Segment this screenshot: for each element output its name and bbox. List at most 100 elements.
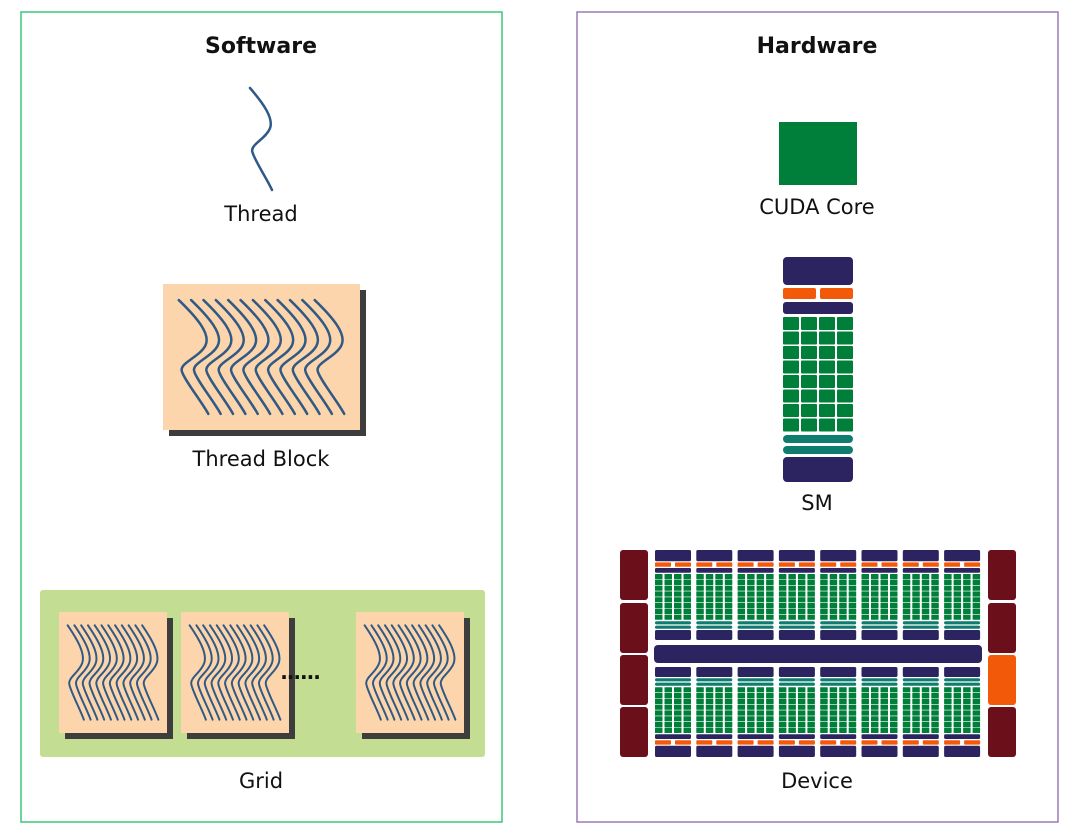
sm-register-file bbox=[861, 568, 898, 573]
sm-core bbox=[715, 716, 723, 722]
sm-core bbox=[902, 710, 911, 716]
sm-core bbox=[871, 710, 879, 716]
sm-core bbox=[972, 603, 981, 609]
sm-core bbox=[807, 597, 815, 603]
sm-register-file bbox=[944, 568, 981, 573]
sm-core bbox=[839, 574, 847, 580]
sm-core bbox=[871, 614, 879, 620]
sm-core bbox=[890, 693, 898, 699]
sm-core bbox=[766, 710, 774, 716]
sm-core bbox=[890, 710, 898, 716]
sm-scheduler bbox=[783, 257, 853, 285]
sm-dispatch bbox=[757, 562, 774, 567]
sm-core bbox=[837, 404, 853, 417]
sm-core bbox=[788, 591, 796, 597]
hardware-title: Hardware bbox=[757, 34, 878, 59]
sm-core bbox=[674, 585, 682, 591]
sm-core bbox=[829, 591, 838, 597]
sm-core bbox=[674, 687, 682, 693]
thread-wave bbox=[239, 298, 272, 416]
sm-core bbox=[837, 375, 853, 388]
sm-dispatch bbox=[778, 562, 795, 567]
sm-dispatch bbox=[716, 562, 733, 567]
sm-core bbox=[953, 579, 962, 585]
sm-core bbox=[839, 716, 847, 722]
sm-core bbox=[674, 704, 682, 710]
sm-cache bbox=[737, 682, 774, 686]
thread-wave bbox=[141, 624, 160, 721]
sm-core bbox=[944, 585, 952, 591]
sm-cache bbox=[783, 446, 853, 454]
sm-core bbox=[890, 579, 898, 585]
sm-core bbox=[807, 614, 815, 620]
sm-cache bbox=[861, 678, 898, 682]
sm-dispatch bbox=[964, 740, 981, 745]
sm-shared-memory bbox=[861, 667, 898, 677]
thread-wave bbox=[397, 624, 416, 721]
sm-core bbox=[664, 585, 672, 591]
sm-core bbox=[807, 693, 815, 699]
sm-core bbox=[861, 722, 869, 728]
memory-controller bbox=[988, 550, 1016, 600]
thread-wave bbox=[100, 624, 119, 721]
sm-core bbox=[747, 603, 755, 609]
thread-wave bbox=[248, 86, 274, 192]
sm-core bbox=[737, 608, 746, 614]
sm-core bbox=[848, 603, 857, 609]
thread-wave bbox=[263, 624, 282, 721]
sm-shared-memory bbox=[820, 667, 857, 677]
sm-core bbox=[664, 710, 672, 716]
sm-core bbox=[756, 597, 765, 603]
sm-core bbox=[963, 614, 971, 620]
sm-core bbox=[807, 574, 815, 580]
sm-core bbox=[953, 693, 962, 699]
sm-core bbox=[788, 603, 796, 609]
sm-core bbox=[783, 375, 799, 388]
thread-wave bbox=[86, 624, 106, 721]
sm-dispatch bbox=[902, 562, 919, 567]
sm-core bbox=[705, 727, 714, 733]
sm-core bbox=[655, 585, 663, 591]
sm-register-file bbox=[778, 568, 815, 573]
sm-core bbox=[931, 727, 939, 733]
sm-core bbox=[912, 693, 920, 699]
sm-core bbox=[664, 722, 672, 728]
sm-core bbox=[724, 597, 733, 603]
sm-scheduler bbox=[778, 550, 815, 562]
sm-core bbox=[944, 722, 952, 728]
sm-core bbox=[848, 614, 857, 620]
sm-core bbox=[724, 614, 733, 620]
sm-core bbox=[880, 574, 888, 580]
sm-core bbox=[664, 614, 672, 620]
sm-core bbox=[724, 693, 733, 699]
sm-core bbox=[880, 710, 888, 716]
sm-core bbox=[737, 579, 746, 585]
sm-core bbox=[839, 722, 847, 728]
sm-core bbox=[766, 687, 774, 693]
sm-core bbox=[912, 608, 920, 614]
sm-core bbox=[797, 693, 806, 699]
sm-core bbox=[766, 698, 774, 704]
sm-core bbox=[921, 698, 930, 704]
sm-core bbox=[683, 687, 691, 693]
thread-wave bbox=[363, 624, 382, 721]
sm-dispatch bbox=[820, 288, 853, 299]
sm-label: SM bbox=[801, 491, 832, 515]
sm-core bbox=[848, 698, 857, 704]
sm-core bbox=[839, 693, 847, 699]
sm-scheduler bbox=[778, 745, 815, 757]
grid-icon bbox=[40, 590, 485, 757]
sm-core bbox=[871, 687, 879, 693]
sm-core bbox=[737, 585, 746, 591]
sm-core bbox=[820, 614, 828, 620]
sm-core bbox=[848, 687, 857, 693]
sm-core bbox=[778, 579, 787, 585]
sm-unit bbox=[655, 550, 691, 640]
sm-core bbox=[737, 591, 746, 597]
thread-wave bbox=[288, 298, 321, 416]
sm-core bbox=[747, 710, 755, 716]
sm-core bbox=[848, 716, 857, 722]
sm-core bbox=[715, 722, 723, 728]
sm-scheduler bbox=[861, 745, 898, 757]
sm-core bbox=[807, 579, 815, 585]
